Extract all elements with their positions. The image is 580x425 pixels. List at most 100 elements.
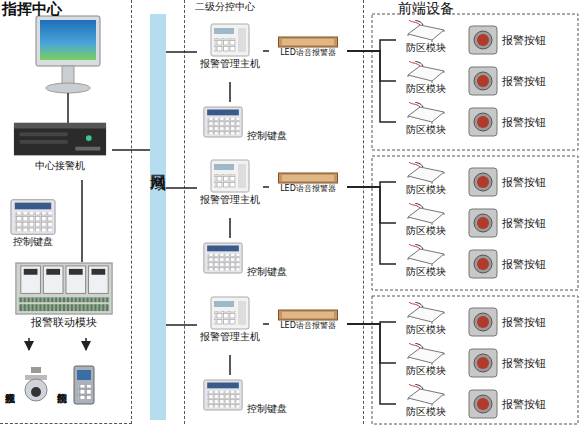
connector — [112, 149, 150, 151]
device-icon-use — [408, 20, 444, 42]
device-icon-use — [408, 61, 444, 83]
device-icon — [468, 307, 498, 337]
device-icon-use — [204, 107, 242, 137]
device-icon — [406, 20, 446, 42]
device-icon-use — [11, 200, 55, 235]
access-control-box: 门禁控制系统 — [56, 350, 116, 420]
alarm-button-box: 报警按钮 — [468, 206, 574, 240]
device-icon-use — [408, 384, 444, 406]
device-icon — [406, 203, 446, 225]
device-icon-use — [408, 203, 444, 225]
device-icon-use — [408, 102, 444, 124]
device-icon — [210, 158, 250, 194]
node-label: 报警管理主机 — [200, 331, 260, 343]
device-icon-use — [408, 244, 444, 266]
connector — [28, 338, 30, 350]
connector — [347, 187, 396, 223]
device-icon — [14, 262, 114, 316]
node-label: 防区模块 — [406, 184, 446, 196]
connector — [229, 355, 231, 375]
alarm-host-box: 报警管理主机 — [197, 22, 263, 82]
node-label: 报警按钮 — [502, 75, 546, 88]
keyboard-box: 控制键盘 — [203, 102, 299, 142]
device-icon — [210, 22, 250, 58]
zone-module-box: 防区模块 — [396, 162, 456, 202]
connector — [263, 323, 269, 325]
alarm-button-box: 报警按钮 — [468, 105, 574, 139]
connector — [347, 187, 396, 264]
device-icon — [406, 302, 446, 324]
node-label: 报警按钮 — [502, 34, 546, 47]
device-icon — [406, 61, 446, 83]
node-label: 控制键盘 — [247, 403, 287, 415]
device-icon-use — [279, 37, 338, 47]
device-icon — [468, 107, 498, 137]
zone-module-box: 防区模块 — [396, 20, 456, 60]
connector — [85, 338, 87, 350]
device-icon-use — [469, 250, 497, 278]
keyboard-box: 控制键盘 — [6, 198, 60, 258]
node-label: 二级分控中心 — [185, 0, 255, 13]
node-label: 防区模块 — [406, 266, 446, 278]
device-icon — [468, 167, 498, 197]
node-label: 中心接警机 — [35, 160, 85, 172]
device-icon — [210, 295, 250, 331]
node-label: LED语音报警器 — [280, 184, 336, 194]
zone-module-box: 防区模块 — [396, 384, 456, 424]
device-icon-use — [469, 26, 497, 54]
node-label: 报警管理主机 — [200, 58, 260, 70]
device-icon — [73, 365, 95, 405]
device-icon — [406, 162, 446, 184]
connector — [229, 82, 231, 102]
node-label: 防区模块 — [406, 124, 446, 136]
device-icon — [203, 379, 243, 411]
node-label: 指挥中心 — [0, 0, 62, 18]
node-label: LED语音报警器 — [280, 321, 336, 331]
device-icon — [278, 309, 338, 321]
led-alarm-box: LED语音报警器 — [269, 36, 347, 66]
device-icon — [468, 25, 498, 55]
device-icon — [406, 343, 446, 365]
alarm-host-box: 报警管理主机 — [197, 295, 263, 355]
device-icon — [406, 102, 446, 124]
network-band: 局域网 — [150, 14, 166, 420]
device-icon — [468, 208, 498, 238]
receiver-box: 中心接警机 — [8, 120, 112, 180]
device-icon-use — [469, 108, 497, 136]
device-icon-use — [469, 168, 497, 196]
node-label: 报警按钮 — [502, 176, 546, 189]
device-icon — [406, 244, 446, 266]
zone-module-box: 防区模块 — [396, 61, 456, 101]
connector — [347, 40, 396, 51]
node-label: 报警管理主机 — [200, 194, 260, 206]
connector — [166, 187, 197, 189]
connector — [347, 51, 396, 81]
region-box: 指挥中心中心接警机控制键盘报警联动模块视频监控系统门禁控制系统 — [0, 0, 132, 424]
connector — [166, 51, 197, 53]
device-icon-use — [469, 308, 497, 336]
device-icon-use — [204, 380, 242, 410]
node-label: 防区模块 — [406, 365, 446, 377]
section-label: 前端设备 — [398, 0, 454, 16]
device-icon — [468, 66, 498, 96]
device-icon-use — [211, 297, 249, 329]
node-label: 控制键盘 — [13, 236, 53, 248]
zone-module-box: 防区模块 — [396, 203, 456, 243]
node-label: 防区模块 — [406, 83, 446, 95]
device-icon-use — [211, 24, 249, 56]
node-label: 报警按钮 — [502, 116, 546, 129]
monitor-illustration — [36, 16, 100, 93]
alarm-host-box: 报警管理主机 — [197, 158, 263, 218]
zone-module-box: 防区模块 — [396, 302, 456, 342]
led-alarm-box: LED语音报警器 — [269, 309, 347, 339]
node-label: 控制键盘 — [247, 130, 287, 142]
device-icon-use — [279, 310, 338, 320]
connector — [263, 186, 269, 188]
device-icon-use — [408, 302, 444, 324]
alarm-button-box: 报警按钮 — [468, 387, 574, 421]
device-icon-use — [14, 123, 106, 156]
keyboard-box: 控制键盘 — [203, 238, 299, 278]
device-icon — [21, 367, 51, 403]
device-icon — [468, 348, 498, 378]
device-icon — [278, 36, 338, 48]
